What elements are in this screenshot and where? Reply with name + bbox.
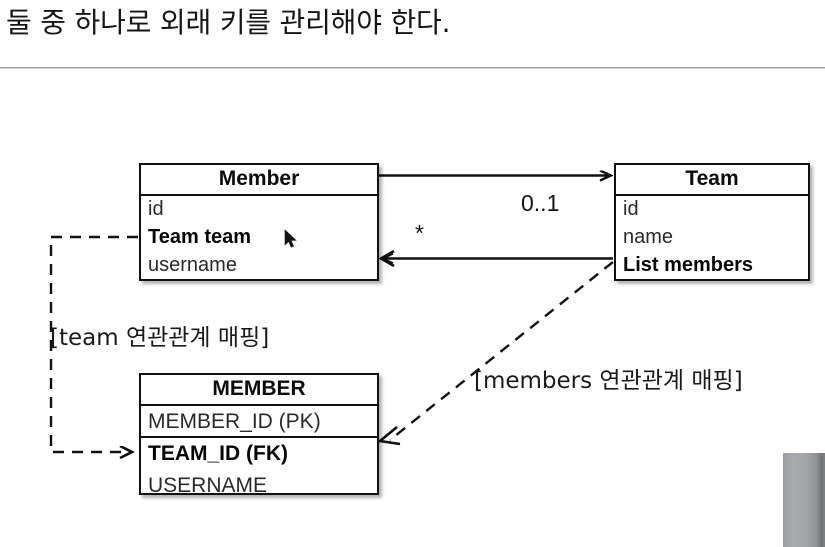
uml-class-team[interactable]: Team id name List members	[614, 163, 810, 281]
uml-field-member-username: username	[148, 254, 237, 276]
uml-class-member-title: Member	[141, 165, 377, 196]
db-table-member[interactable]: MEMBER MEMBER_ID (PK) TEAM_ID (FK) USERN…	[139, 373, 379, 497]
db-column-member-id: MEMBER_ID (PK)	[141, 406, 377, 438]
multiplicity-label-0..1: 0..1	[521, 190, 560, 216]
uml-field-team-name: name	[623, 226, 674, 248]
mapping-members-connector	[376, 261, 614, 446]
db-column-team-id: TEAM_ID (FK)	[148, 442, 288, 465]
uml-field-team-id: id	[623, 198, 639, 220]
screen-edge-artifact	[783, 453, 825, 547]
mapping-label-team: [team 연관관계 매핑]	[50, 325, 270, 351]
db-column-username: USERNAME	[148, 474, 268, 497]
uml-field-member-team: Team team	[148, 226, 252, 248]
uml-class-team-title: Team	[616, 165, 808, 196]
association-team-to-member	[378, 249, 613, 268]
db-table-member-title: MEMBER	[141, 375, 377, 406]
title-divider-shadow	[0, 68, 825, 69]
uml-field-member-id: id	[148, 198, 164, 220]
page-title: 둘 중 하나로 외래 키를 관리해야 한다.	[6, 6, 451, 39]
uml-class-member[interactable]: Member id Team team username	[139, 163, 379, 281]
title-divider	[0, 67, 825, 68]
mouse-pointer-icon	[284, 229, 297, 248]
multiplicity-label-many: *	[415, 220, 424, 246]
uml-field-team-members: List members	[623, 254, 754, 276]
mapping-team-connector	[49, 235, 138, 452]
mapping-label-members: [members 연관관계 매핑]	[474, 368, 743, 394]
